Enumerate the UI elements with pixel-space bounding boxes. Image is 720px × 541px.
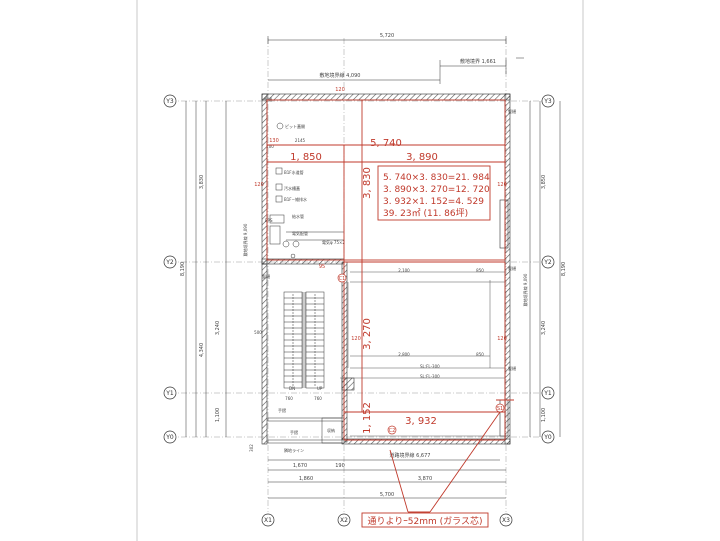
grid-label-y3: Y3 [165,98,174,105]
dim-right-site-boundary: 敷地境界線 9,090 [522,273,528,306]
label-rest-b: 手摺 [290,429,298,435]
grid-bubbles [163,94,555,527]
dim-inner-500: 500 [254,330,262,335]
dim-inner-760b: 760 [314,396,322,401]
dim-inner-120d: 120 [497,182,507,188]
label-sl2: SL:FL-300 [420,374,440,379]
grid-label-x2: X2 [340,517,348,524]
red-markers [337,273,505,435]
label-meter-c: B1F−雑排水 [284,196,307,202]
dim-top-boundary-b: 敷地境界 1,661 [460,58,496,65]
stair-up-label: UP [317,386,323,391]
area-line4: 39. 23㎡ (11. 86坪) [383,208,468,219]
callout-box [361,512,489,528]
dim-right-overall: 8,190 [561,262,567,276]
grid-label-x3: X3 [502,517,510,524]
dim-inner-850b: 850 [476,352,484,357]
label-panel: EPS [265,218,273,223]
dim-bottom-left: 1,860 [299,476,313,482]
red-dim-vertical-lower: 3, 270 [362,318,373,350]
grid-label-y1-right: Y1 [543,390,552,397]
area-line3: 3. 932×1. 152=4. 529 [383,197,484,207]
dim-inner-130: 130 [269,138,279,144]
dimension-lines [185,36,561,499]
marker-s1: S1 [497,406,503,412]
room-lines [340,271,505,437]
dim-right-bottom: 1,100 [541,408,547,422]
red-dim-top-width: 5, 740 [370,138,402,149]
label-meter-a: B1F水道管 [284,169,304,175]
label-electric: 電気φ 75×2 [322,239,345,245]
dim-bottom-sub-b: 190 [335,463,345,469]
dim-bottom-total: 5,700 [380,492,394,498]
grid-label-y2: Y2 [165,259,174,266]
dim-inner-850a: 850 [476,268,484,273]
area-box [377,165,491,221]
sheet-edge-left [136,0,138,541]
label-gutter-tl: 竪樋 [264,96,272,102]
dim-inner-2145: 2145 [295,138,306,143]
dim-left-total: 4,340 [199,343,205,357]
callout-text: 通りよりｰ52mm (ガラス芯) [367,515,482,527]
red-dim-right-seg: 3, 890 [406,152,438,163]
dim-inner-95: 95 [319,264,325,270]
label-gutter-br: 竪樋 [508,365,516,371]
red-dim-left-seg: 1, 850 [290,152,322,163]
label-sl: SL:FL-300 [420,364,440,369]
label-pit: ピット蓋開 [285,123,305,129]
red-dim-bottom-width: 3, 932 [405,416,437,427]
stair-dn-label: DN [289,386,295,391]
equipment [269,122,344,259]
label-gutter-tr: 竪樋 [508,108,516,114]
red-dim-vertical-upper: 3, 830 [362,167,373,199]
walls [261,93,511,445]
dim-bottom-sub-a: 1,670 [293,463,307,469]
label-gutter-ml: 竪樋 [262,273,270,279]
boundary-ticks [439,57,524,84]
marker-c1: C1 [339,276,346,282]
grid-label-y0: Y0 [165,434,174,441]
dim-left-site-boundary: 敷地境界線 9,090 [242,223,248,256]
stairs [283,291,325,389]
grid-label-y3-right: Y3 [543,98,552,105]
grid-label-y0-right: Y0 [543,434,552,441]
label-rest-a: 手摺 [278,407,286,413]
dim-inner-100: 100 [266,144,274,149]
sheet-edge-right [582,0,584,541]
dim-inner-302: 302 [249,444,254,452]
dim-road-boundary: 道路境界線 6,677 [390,452,431,459]
marker-c2: C2 [389,428,396,434]
label-gutter-mr: 竪樋 [508,265,516,271]
dim-inner-120e: 120 [497,336,507,342]
area-line2: 3. 890×3. 270=12. 720 [383,185,490,195]
dim-bottom-right: 3,870 [418,476,432,482]
dim-inner-2800: 2,800 [398,352,410,357]
dim-left-overall: 8,190 [180,262,186,276]
label-boundary-line: 隣地ライン [284,447,304,453]
dim-left-bottom: 1,100 [215,408,221,422]
grid-label-y2-right: Y2 [543,259,552,266]
dim-top-total: 5,720 [380,33,394,39]
dim-inner-2100: 2,100 [398,268,410,273]
label-meter-b: 汚水槽蓋 [284,185,300,191]
dim-inner-760a: 760 [285,396,293,401]
dim-left-upper: 3,830 [199,175,205,189]
red-outline [266,99,514,513]
dim-left-lower: 3,240 [215,321,221,335]
dim-inner-120b: 120 [254,182,264,188]
dim-right-lower: 3,240 [541,321,547,335]
red-dim-vertical-bottom: 1, 152 [362,402,373,434]
area-line1: 5. 740×3. 830=21. 984 [383,173,490,183]
label-closet: 収納 [327,427,335,433]
dim-right-upper: 3,850 [541,175,547,189]
dim-inner-120c: 120 [351,336,361,342]
grid-label-x1: X1 [264,517,272,524]
dim-inner-120a: 120 [335,87,345,93]
label-sewer: 給水管 [292,213,304,219]
label-drain: 電気配管 [292,230,308,236]
dim-top-boundary-a: 敷地境界線 4,090 [320,72,361,79]
grid-label-y1: Y1 [165,390,174,397]
